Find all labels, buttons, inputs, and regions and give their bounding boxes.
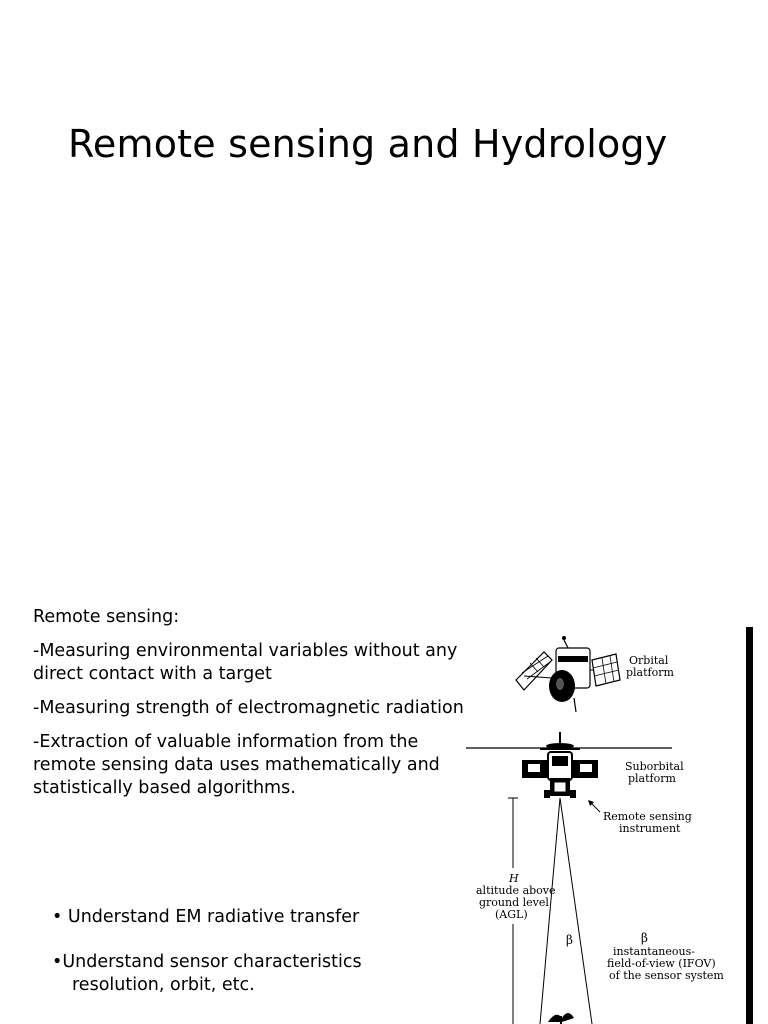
satellite-icon (515, 636, 621, 713)
instrument-label-2: instrument (619, 822, 681, 835)
section-heading: Remote sensing: (33, 607, 180, 627)
ifov-label-3: of the sensor system (609, 969, 724, 982)
definition-point-1: -Measuring environmental variables witho… (33, 641, 458, 684)
vertical-scale-bar (746, 627, 753, 1024)
bullet-subtext: resolution, orbit, etc. (72, 975, 255, 995)
altitude-symbol: H (508, 872, 519, 885)
beta-angle-symbol: β (566, 933, 573, 947)
bullet-text: • Understand EM radiative transfer (52, 907, 360, 927)
bullet-text: •Understand sensor characteristics (52, 952, 362, 972)
remote-sensing-platform-diagram: Orbital platform Suborbital platform Rem… (466, 636, 724, 1024)
ifov-cone-left (539, 797, 561, 1024)
bullet-item-1: • Understand EM radiative transfer (52, 906, 452, 929)
ifov-beta-symbol: β (641, 931, 648, 945)
ifov-cone-right (559, 797, 593, 1024)
aircraft-icon (522, 732, 598, 798)
orbital-label-1: Orbital (629, 654, 669, 667)
ifov-label-1: instantaneous- (613, 945, 695, 958)
agl-label-3: (AGL) (495, 908, 528, 921)
remote-sensing-definition: Remote sensing: -Measuring environmental… (33, 606, 473, 811)
tree-icon (548, 1013, 574, 1024)
agl-label-1: altitude above (476, 884, 556, 897)
suborbital-label-2: platform (628, 772, 676, 785)
definition-point-2: -Measuring strength of electromagnetic r… (33, 698, 464, 718)
orbital-label-2: platform (626, 666, 674, 679)
agl-label-2: ground level (479, 896, 549, 909)
instrument-label-1: Remote sensing (603, 810, 692, 823)
bullet-list: • Understand EM radiative transfer •Unde… (52, 906, 452, 1019)
bullet-item-2: •Understand sensor characteristics resol… (52, 951, 452, 997)
ifov-label-2: field-of-view (IFOV) (607, 957, 716, 970)
suborbital-label-1: Suborbital (625, 760, 684, 773)
definition-point-3: -Extraction of valuable information from… (33, 732, 440, 798)
slide-title: Remote sensing and Hydrology (68, 122, 668, 166)
